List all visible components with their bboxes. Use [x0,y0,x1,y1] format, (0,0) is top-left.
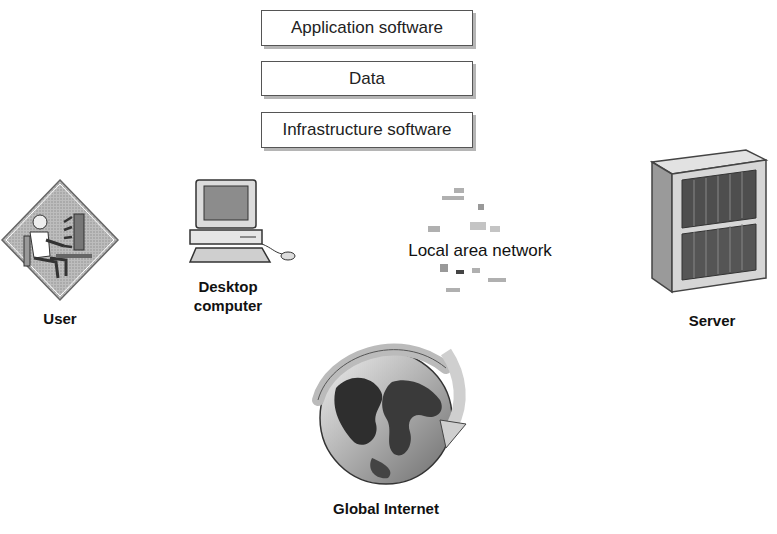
layer-label: Infrastructure software [282,120,451,140]
layer-box: Data [261,61,473,96]
layer-label: Data [349,69,385,89]
desktop-icon [190,180,295,262]
layer-box: Application software [261,10,473,46]
icon-caption: Local area network [378,240,582,261]
icon-caption: Desktop computer [178,278,278,316]
server-icon [652,150,766,292]
globe-icon [318,350,466,484]
layer-box: Infrastructure software [261,112,473,148]
icon-caption: Global Internet [296,500,476,519]
icon-caption: User [20,310,100,329]
user-icon [2,180,118,300]
icon-caption: Server [662,312,762,331]
layer-label: Application software [291,18,443,38]
